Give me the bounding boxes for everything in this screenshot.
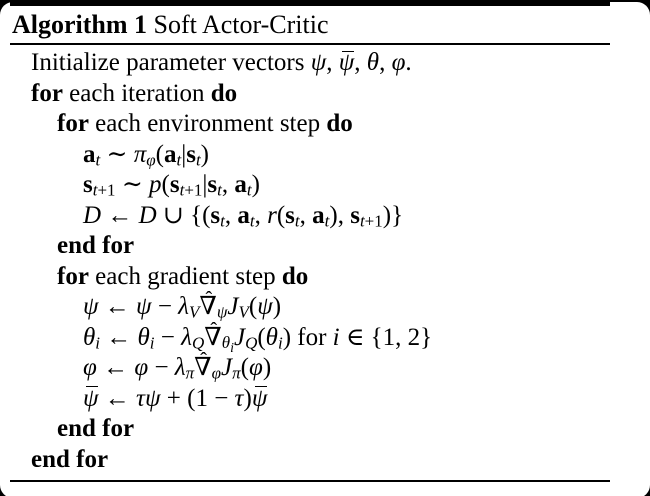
algorithm-caption: Algorithm 1 Soft Actor-Critic xyxy=(0,6,650,43)
algorithm-line: ψ ← ψ − λV∇ψJV(ψ) xyxy=(0,292,650,323)
algorithm-line: end for xyxy=(57,415,135,442)
algorithm-line: for each iteration do xyxy=(31,79,238,107)
bottom-rule xyxy=(10,480,610,482)
algorithm-line: for each environment step do xyxy=(57,110,353,137)
algorithm-title: Soft Actor-Critic xyxy=(153,10,329,39)
algorithm-line: st+1 ∼ p(st+1|st, at) xyxy=(83,171,260,200)
algorithm-line: D ← D ∪ {(st, at, r(st, at), st+1)} xyxy=(83,201,404,231)
algorithm-line: θi ← θi − λQ∇θiJQ(θi) for i ∈ {1, 2} xyxy=(0,323,650,356)
algorithm-line: end for xyxy=(31,445,109,473)
algorithm-line: φ ← φ − λπ∇φJπ(φ) xyxy=(0,353,650,384)
algorithm-line: Initialize parameter vectors ψ, ψ, θ, φ. xyxy=(0,48,650,79)
algorithm-line: end for xyxy=(57,232,135,259)
algorithm-line: ψ ← τψ + (1 − τ)ψ xyxy=(0,384,650,415)
caption-rule xyxy=(10,43,610,45)
algorithm-body: Initialize parameter vectors ψ, ψ, θ, φ.… xyxy=(0,45,650,475)
algorithm-label: Algorithm 1 xyxy=(12,10,148,39)
algorithm-line: for each gradient step do xyxy=(57,262,309,290)
algorithm-line: at ∼ πφ(at|st) xyxy=(83,140,209,170)
top-rule xyxy=(10,2,610,6)
